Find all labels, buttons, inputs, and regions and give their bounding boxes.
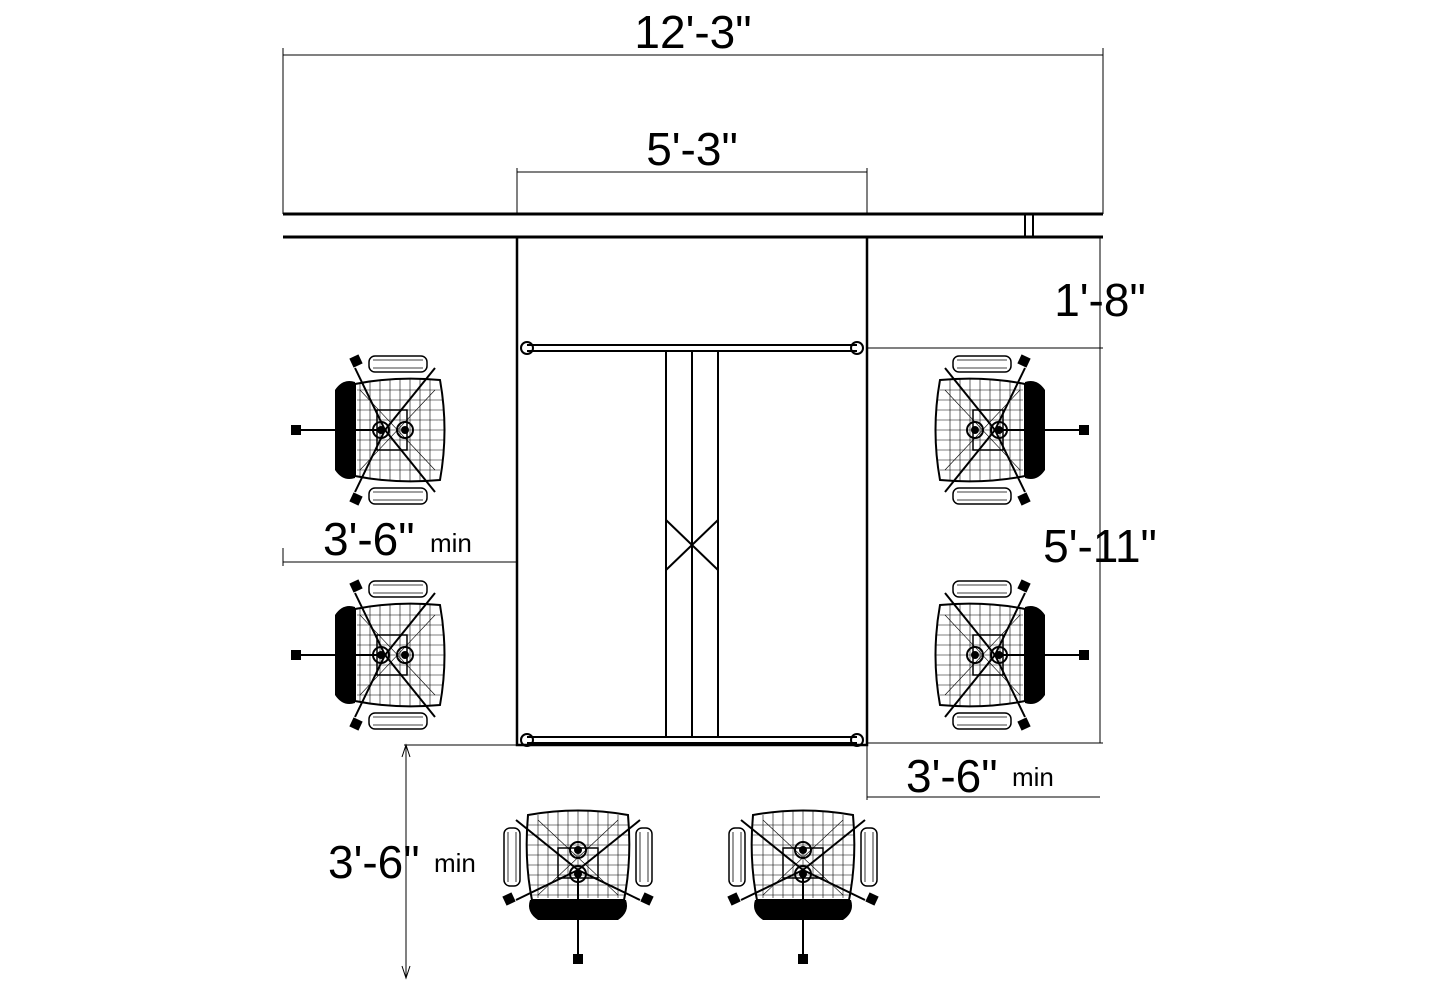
left-clearance-dimension: 3'-6" min <box>282 513 517 566</box>
bottom-clearance-dimension: 3'-6" min <box>328 743 517 980</box>
bottom-clearance-min-label: min <box>434 848 476 878</box>
chair-right-upper <box>934 353 1090 507</box>
chair-left-lower <box>290 578 446 732</box>
conference-table <box>515 235 869 747</box>
overall-width-label: 12'-3" <box>634 6 751 58</box>
chair-bottom-right <box>726 809 880 965</box>
wall-post <box>1024 213 1034 238</box>
chair-bottom-left <box>501 809 655 965</box>
wall-clearance-dimension: 1'-8" <box>867 237 1146 349</box>
table-width-dimension: 5'-3" <box>516 123 868 214</box>
chair-right-lower <box>934 578 1090 732</box>
right-clearance-min-label: min <box>1012 762 1054 792</box>
right-clearance-label: 3'-6" <box>906 750 998 802</box>
right-clearance-dimension: 3'-6" min <box>866 743 1100 802</box>
table-length-label: 5'-11" <box>1043 520 1157 572</box>
left-clearance-label: 3'-6" <box>323 513 415 565</box>
bottom-clearance-label: 3'-6" <box>328 836 420 888</box>
overall-width-dimension: 12'-3" <box>282 6 1104 214</box>
table-width-label: 5'-3" <box>646 123 738 175</box>
left-clearance-min-label: min <box>430 528 472 558</box>
chair-left-upper <box>290 353 446 507</box>
wall-clearance-label: 1'-8" <box>1054 274 1146 326</box>
table-length-dimension: 5'-11" <box>867 348 1157 744</box>
